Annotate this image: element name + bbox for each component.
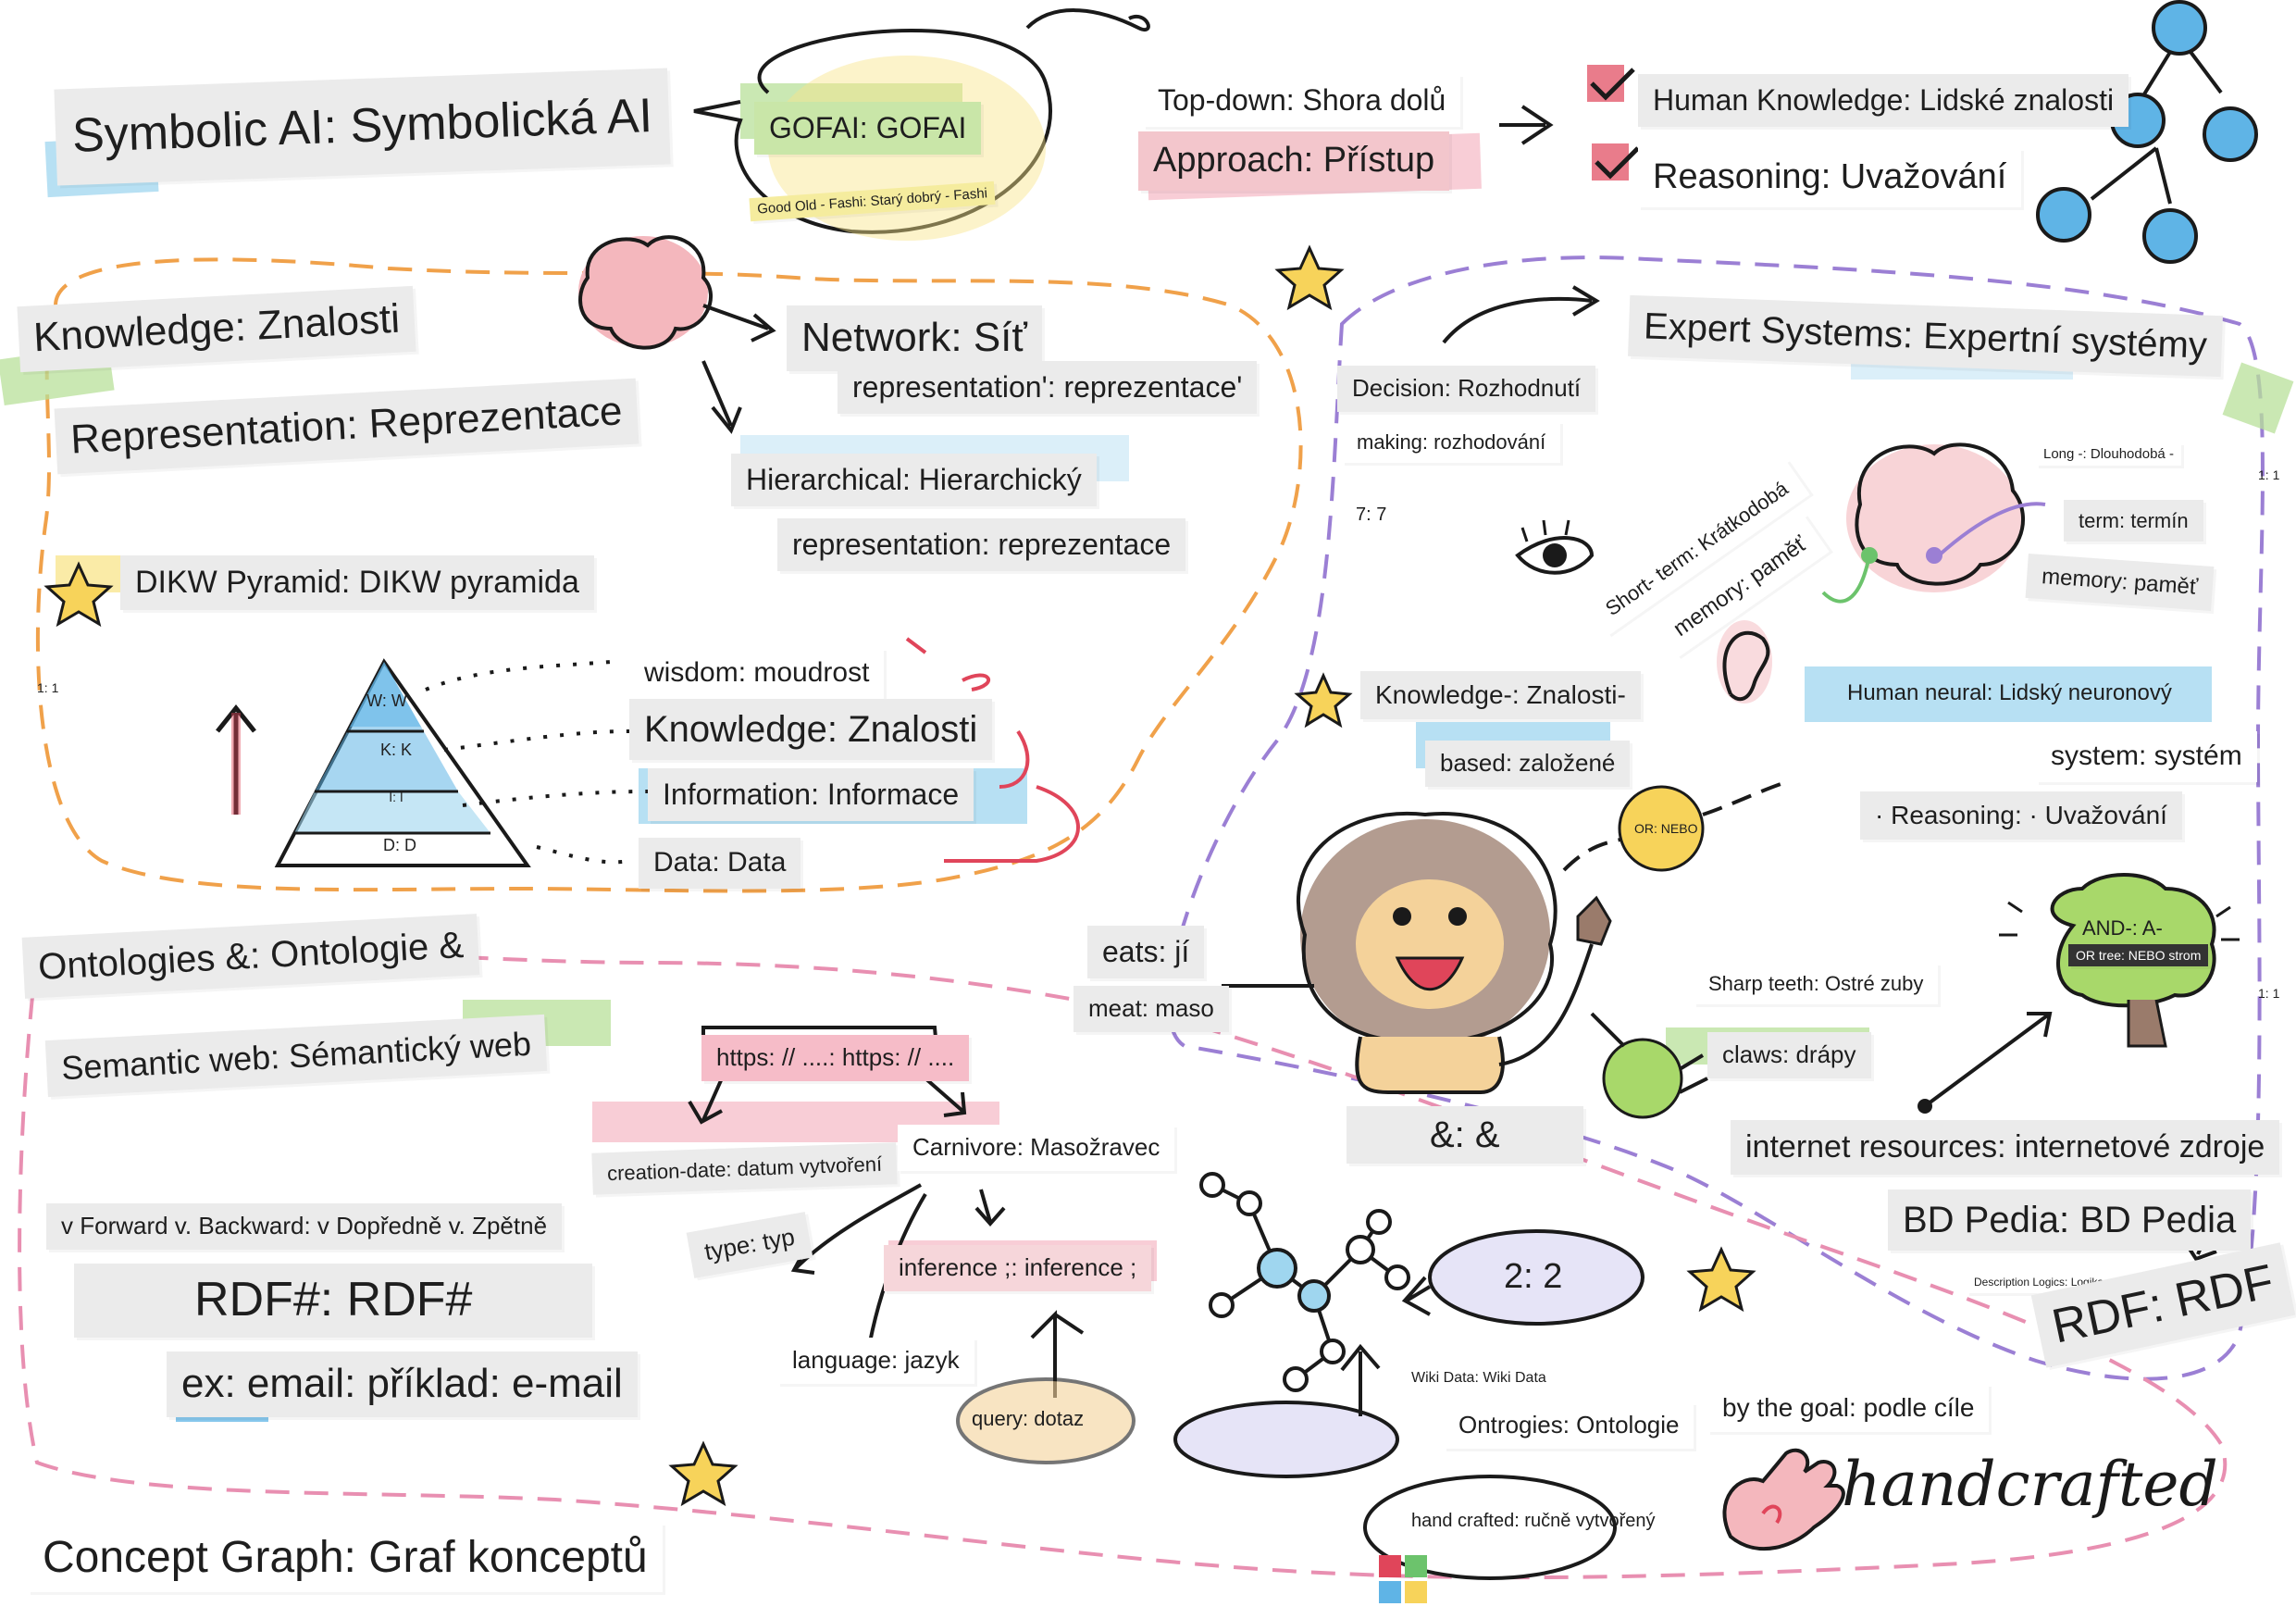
pyramid-level-d: D: D (383, 836, 416, 854)
arrow-expert (1442, 285, 1600, 344)
arrow-two (1401, 1276, 1432, 1316)
pyramid-icon (216, 637, 1080, 867)
wiki-bubble (1173, 1401, 1399, 1478)
arrow-https-right (924, 1077, 967, 1117)
pyramid-level-i: I: I (389, 790, 403, 804)
star-icon (43, 244, 1756, 1507)
label-bd-pedia: BD Pedia: BD Pedia (1888, 1189, 2252, 1251)
label-meat: meat: maso (1074, 986, 1229, 1032)
label-example-email: ex: email: příklad: e-mail (167, 1351, 638, 1417)
ear-icon (1717, 620, 1772, 704)
label-hierarchical: Hierarchical: Hierarchický (731, 454, 1097, 506)
label-inference: inference ;: inference ; (884, 1245, 1152, 1291)
label-sharp-teeth: Sharp teeth: Ostré zuby (1694, 963, 1939, 1005)
label-seven: 7: 7 (1356, 504, 1387, 525)
check-icon (1587, 65, 1640, 181)
connector-and (1590, 1012, 1708, 1094)
or-node (1618, 785, 1705, 872)
label-forward-backward: v Forward v. Backward: v Dopředně v. Zpě… (46, 1203, 563, 1250)
label-carnivore: Carnivore: Masožravec (898, 1125, 1175, 1171)
label-wisdom: wisdom: moudrost (629, 648, 885, 699)
label-by-goal: by the goal: podle cíle (1707, 1384, 1990, 1433)
label-based: based: založené (1425, 741, 1631, 787)
label-ratio-left: 1: 1 (37, 680, 59, 695)
molecule-icon (1199, 1172, 1410, 1392)
two-bubble (1428, 1229, 1644, 1326)
label-and-tree: AND-: A- (2082, 916, 2163, 940)
tree-graph-icon (2036, 0, 2258, 264)
label-dikw: DIKW Pyramid: DIKW pyramida (120, 555, 594, 611)
label-two: 2: 2 (1504, 1257, 1563, 1296)
hand-icon (1722, 1448, 1845, 1551)
query-bubble (956, 1377, 1136, 1464)
label-system: system: systém (2036, 731, 2257, 782)
arrow-query-up (1030, 1310, 1085, 1398)
label-wiki-data: Wiki Data: Wiki Data (1411, 1370, 1546, 1386)
label-query: query: dotaz (972, 1407, 1085, 1430)
label-network: Network: Síť (787, 305, 1042, 371)
arrow-https-left (688, 1077, 724, 1125)
label-language: language: jazyk (777, 1338, 974, 1384)
label-lt-term: term: termín (2064, 500, 2203, 542)
purple-region-outline (1167, 255, 2265, 1381)
eye-icon (1515, 519, 1595, 575)
brain-icon (1821, 442, 2046, 604)
label-knowledge2: Knowledge: Znalosti (629, 699, 993, 760)
label-reasoning: Reasoning: Uvažování (1638, 148, 2022, 207)
label-hier-representation: representation: reprezentace (777, 518, 1186, 571)
label-or-tree: OR tree: NEBO strom (2068, 944, 2209, 967)
handcrafted-script: handcrafted (1842, 1449, 2218, 1520)
windows-logo-icon (1379, 1555, 1427, 1603)
label-internet-resources: internet resources: internetové zdroje (1731, 1120, 2280, 1176)
label-information: Information: Informace (648, 768, 974, 821)
label-data: Data: Data (639, 838, 801, 889)
label-top-down: Top-down: Shora dolů (1143, 74, 1461, 127)
label-ratio-right-2: 1: 1 (2258, 986, 2280, 1001)
label-knowledge-based: Knowledge-: Znalosti- (1360, 671, 1641, 720)
label-and-and: &: & (1347, 1106, 1583, 1164)
label-human-neural: Human neural: Lidský neuronový (1847, 680, 2172, 705)
label-approach: Approach: Přístup (1138, 131, 1450, 191)
label-rdf-hash: RDF#: RDF# (74, 1264, 593, 1338)
label-concept-graph: Concept Graph: Graf konceptů (28, 1523, 663, 1593)
pink-region-outline (18, 945, 2228, 1580)
handcrafted-bubble (1363, 1475, 1617, 1580)
label-or-nebo: OR: NEBO (1634, 821, 1698, 836)
lion-icon (1297, 811, 1612, 1094)
label-ontrogies: Ontrogies: Ontologie (1444, 1402, 1694, 1449)
label-gofai: GOFAI: GOFAI (754, 102, 982, 155)
arrow-wiki-up (1340, 1343, 1381, 1416)
brain-icon (578, 235, 776, 434)
label-decision: Decision: Rozhodnutí (1337, 366, 1596, 412)
label-eats: eats: jí (1087, 926, 1205, 978)
and-node (1602, 1038, 1683, 1119)
arrow-approach (1499, 105, 1554, 145)
tree-icon (1917, 873, 2240, 1114)
label-human-knowledge: Human Knowledge: Lidské znalosti (1638, 74, 2129, 127)
arrow-carnivore-inf (974, 1189, 1006, 1227)
pyramid-level-k: K: K (379, 741, 412, 759)
label-representation-q: representation': reprezentace' (838, 361, 1258, 414)
label-ratio-right-1: 1: 1 (2258, 467, 2280, 482)
label-reasoning2: · Reasoning: · Uvažování (1860, 791, 2182, 841)
label-https: https: // ....: https: // .... (701, 1035, 970, 1081)
pyramid-level-w: W: W (366, 691, 407, 710)
label-making: making: rozhodování (1342, 421, 1561, 464)
label-claws: claws: drápy (1707, 1032, 1871, 1078)
label-long-term: Long -: Dlouhodobá - (2036, 442, 2181, 467)
label-hand-crafted: hand crafted: ručně vytvořený (1411, 1511, 1656, 1531)
